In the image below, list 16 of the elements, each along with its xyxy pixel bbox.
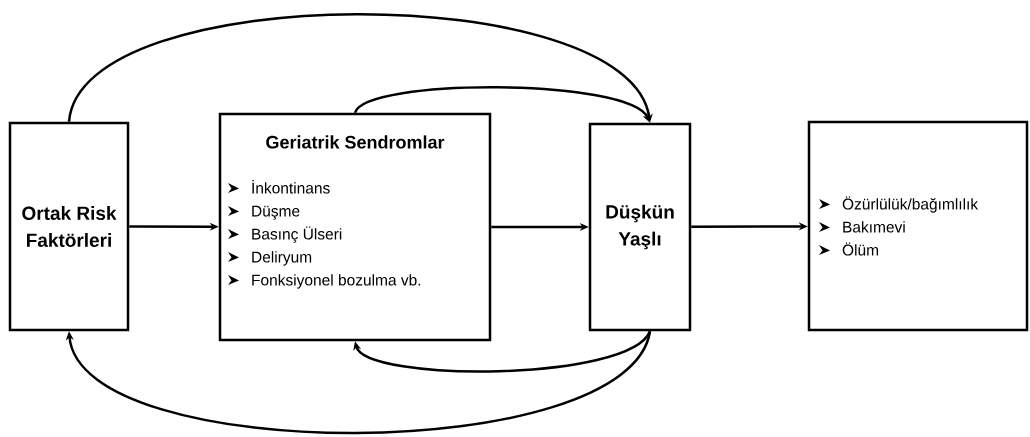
list-item: İnkontinans (252, 180, 330, 194)
process-box: Ortak Risk Faktörleri (8, 121, 130, 332)
process-box (807, 120, 1029, 332)
arrow (67, 13, 653, 123)
process-box: Düşkün Yaşlı (588, 122, 692, 332)
list-item: Basınç Ülseri (252, 226, 342, 243)
heading: Geriatrik Sendromlar (266, 135, 445, 149)
list-item: Fonksiyonel bozulma vb. (252, 274, 421, 289)
arrow (65, 330, 652, 435)
list-item: Düşme (252, 205, 300, 220)
list-item: Deliryum (252, 251, 312, 266)
list-item: Bakımevi (843, 221, 905, 233)
list-item: Ölüm (842, 242, 878, 256)
list-item: Özürlülük/bağımlılık (842, 196, 979, 213)
process-box (218, 112, 492, 342)
arrow (353, 330, 651, 373)
